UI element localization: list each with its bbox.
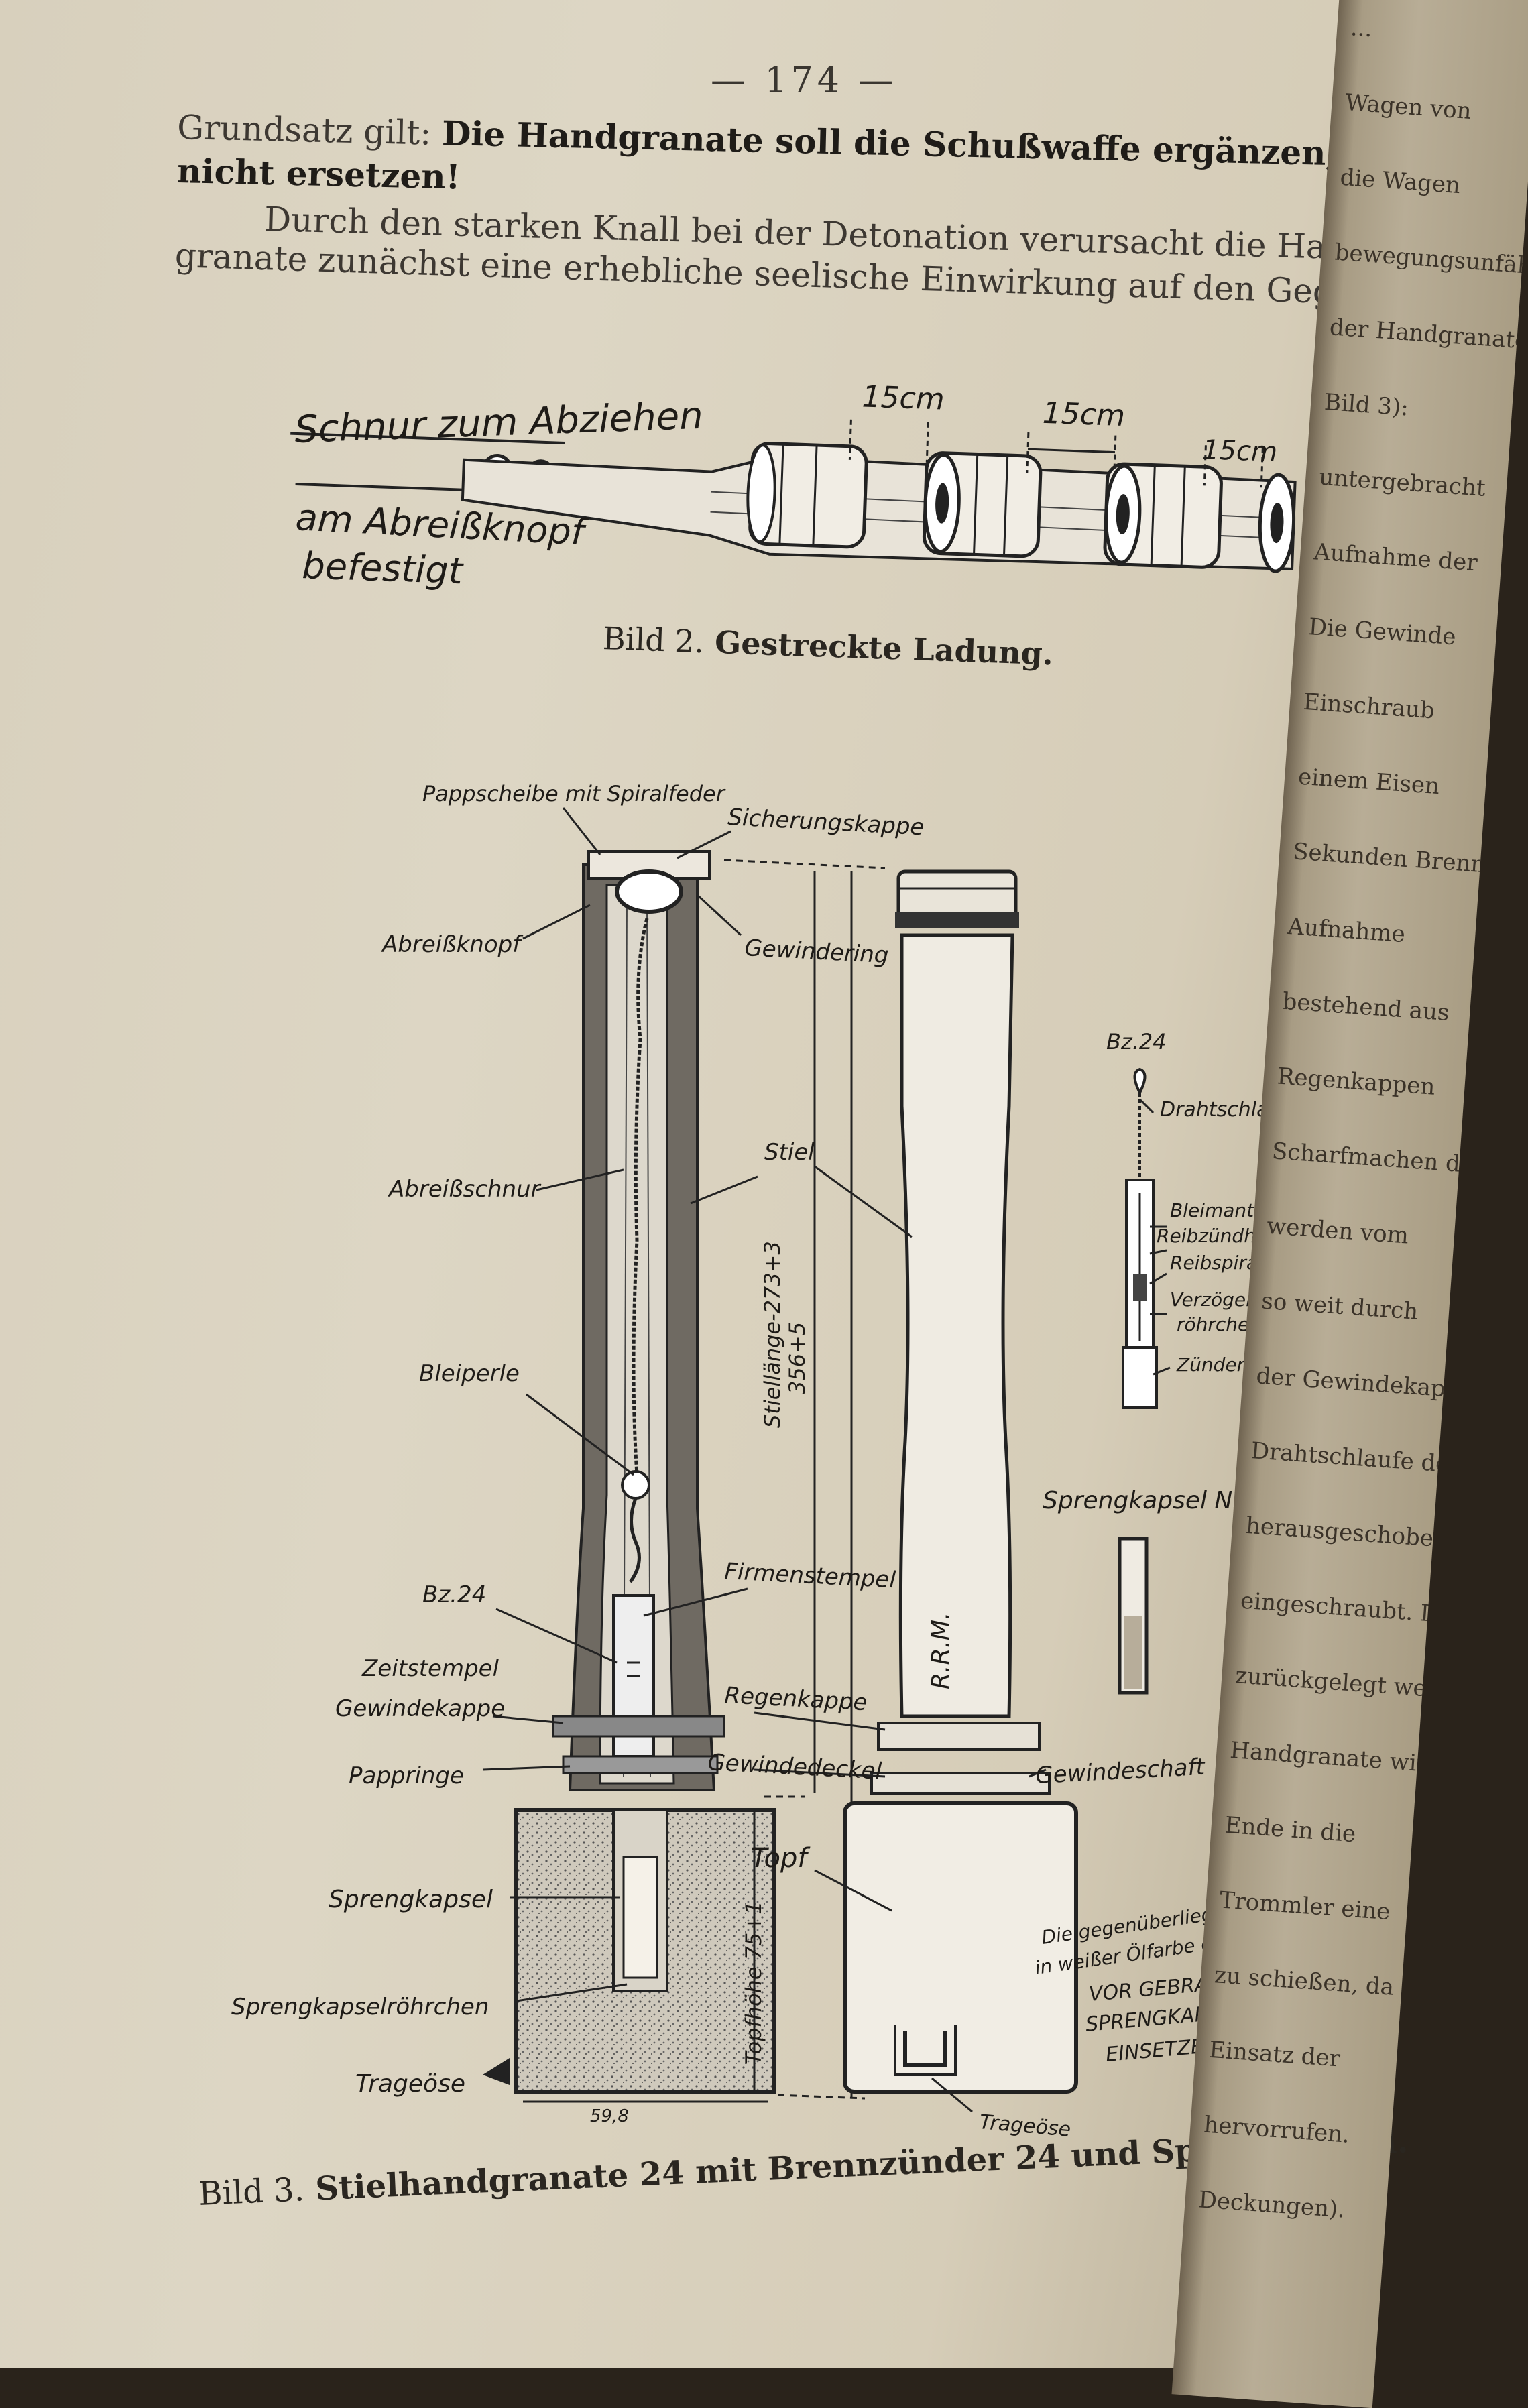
- label-gewindekappe: Gewindekappe: [335, 1695, 505, 1722]
- right-page-line: Trommler eine: [1218, 1886, 1391, 1926]
- right-page-line: bestehend aus: [1281, 987, 1450, 1026]
- label-sprengkapsel: Sprengkapsel: [329, 1886, 493, 1913]
- label-bz24-right: Bz.24: [1106, 1029, 1167, 1055]
- right-page-line: Ende in die: [1224, 1811, 1357, 1848]
- label-stiellaenge-1: Stiellänge-273+3: [760, 1241, 785, 1428]
- label-width-dim: 59,8: [590, 2106, 629, 2126]
- label-sprengkapselroehrchen: Sprengkapselröhrchen: [231, 1994, 489, 2021]
- right-page-line: so weit durch: [1260, 1287, 1419, 1325]
- charge-block-3: [1103, 462, 1223, 569]
- figure-3-stick-grenade: Pappscheibe mit Spiralfeder Sicherungska…: [231, 781, 1366, 2142]
- right-page-line: der Handgranate: [1328, 314, 1528, 355]
- fuze-bz24-inset: [1122, 1067, 1158, 1409]
- label-sicherungskappe: Sicherungskappe: [727, 804, 925, 841]
- right-page-line: Handgranate wird: [1229, 1736, 1443, 1779]
- label-rrm: R.R.M.: [927, 1612, 955, 1689]
- label-topf: Topf: [751, 1843, 811, 1874]
- label-bz24-left: Bz.24: [422, 1581, 486, 1608]
- right-page-line: einem Eisen: [1297, 763, 1441, 800]
- right-page-line: Einsatz der: [1208, 2036, 1342, 2073]
- label-abreissschnur: Abreißschnur: [388, 1176, 542, 1203]
- label-regenkappe: Regenkappe: [724, 1682, 868, 1716]
- label-gewindering: Gewindering: [744, 935, 890, 969]
- right-page-line: die Wagen: [1339, 164, 1462, 200]
- label-attached-line-2: befestigt: [302, 544, 465, 592]
- right-page-line: zu schießen, da die: [1213, 1962, 1437, 2004]
- right-page-line: Wagen von: [1344, 88, 1472, 125]
- left-page: — 174 — Grundsatz gilt: Die Handgranate …: [0, 0, 1474, 2368]
- grenade-section-view: [483, 850, 776, 2094]
- figure-3-caption-number: Bild 3.: [198, 2171, 306, 2213]
- label-pappscheibe: Pappscheibe mit Spiralfeder: [422, 781, 726, 806]
- page-number: — 174 —: [711, 60, 898, 101]
- right-page-line: eingeschraubt. Der: [1239, 1587, 1464, 1630]
- right-page-line: hervorrufen.: [1203, 2111, 1351, 2149]
- right-page-line: Deckungen).: [1197, 2186, 1346, 2224]
- right-page-line: Aufnahme: [1287, 912, 1407, 949]
- right-page-line: ...: [1349, 14, 1374, 43]
- label-trageoese-left: Trageöse: [355, 2070, 465, 2098]
- right-page-line: Regenkappen: [1276, 1063, 1436, 1101]
- charge-block-4: [1258, 473, 1296, 573]
- label-gewindeschaft: Gewindeschaft: [1035, 1754, 1206, 1789]
- right-page-line: herausgeschoben: [1244, 1512, 1450, 1553]
- spacing-label-3: 15cm: [1201, 434, 1277, 468]
- leader-lines: [482, 807, 1171, 2113]
- right-page-line: zurückgelegt werden: [1234, 1662, 1481, 1706]
- right-page-line: bewegungsunfähig: [1334, 239, 1528, 282]
- spacing-label-1: 15cm: [862, 379, 945, 416]
- right-page-line: der Gewindekappe: [1255, 1362, 1474, 1404]
- label-pappringe: Pappringe: [349, 1762, 464, 1789]
- label-firmenstempel: Firmenstempel: [724, 1558, 897, 1593]
- label-bleiperle: Bleiperle: [419, 1360, 520, 1387]
- right-page-line: Einschraub: [1302, 688, 1436, 725]
- right-page-line: Scharfmachen der Handgranate: [1271, 1138, 1528, 1191]
- right-page-line: untergebracht: [1318, 463, 1486, 502]
- charge-block-2: [922, 451, 1043, 558]
- right-page-line: Aufnahme der: [1313, 538, 1478, 577]
- right-page-line: Sekunden Brennzeit: [1292, 838, 1528, 882]
- label-sprengkapsel-nr8: Sprengkapsel Nr.8: [1043, 1487, 1263, 1514]
- right-page-line: Bild 3):: [1323, 388, 1410, 422]
- right-page-line: werden vom: [1265, 1212, 1410, 1250]
- label-trageoese-right: Trageöse: [978, 2110, 1071, 2142]
- right-page-line: Die Gewinde: [1307, 613, 1457, 651]
- charge-block-1: [746, 442, 868, 549]
- label-topfhoehe: Topfhöhe 75+1: [741, 1901, 766, 2065]
- label-stiellaenge-2: 356+5: [784, 1322, 810, 1394]
- label-gewindedeckel: Gewindedeckel: [707, 1749, 883, 1785]
- label-abreissknopf: Abreißknopf: [381, 931, 524, 958]
- spacing-label-2: 15cm: [1042, 396, 1126, 433]
- grenade-exterior-view: [843, 869, 1078, 2094]
- label-zeitstempel: Zeitstempel: [361, 1655, 499, 1682]
- label-stiel: Stiel: [764, 1139, 815, 1166]
- figure-2-stretched-charge: 15cm 15cm 15cm Schnur zum Abziehen am Ab…: [290, 379, 1297, 592]
- right-page-line: Drahtschlaufe des: [1250, 1437, 1462, 1479]
